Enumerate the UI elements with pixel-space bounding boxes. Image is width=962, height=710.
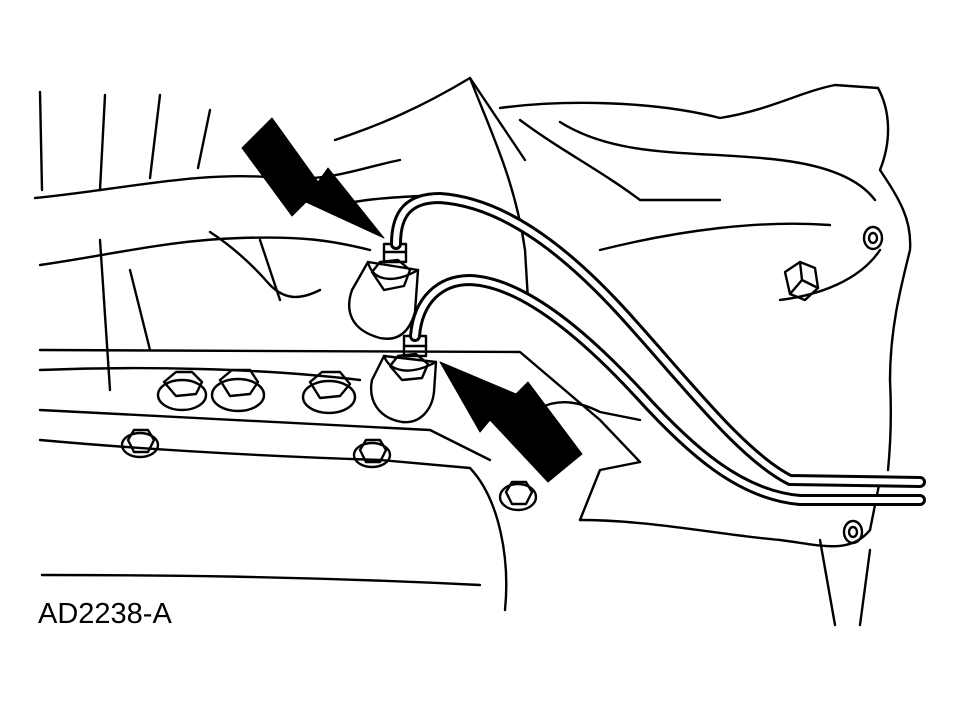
upper-line-fitting [348, 242, 420, 340]
callout-arrow-lower [439, 361, 583, 483]
lower-line-fitting [369, 334, 438, 424]
pan-bolts-small [120, 428, 538, 512]
mounting-ear-holes [842, 225, 884, 545]
transmission-case [33, 76, 912, 627]
figure-id-label: AD2238-A [38, 598, 172, 630]
pan-bolts-large [156, 368, 357, 415]
cooler-lines [390, 192, 926, 506]
case-side-bolt [783, 260, 820, 302]
callout-arrow-upper [241, 117, 385, 239]
